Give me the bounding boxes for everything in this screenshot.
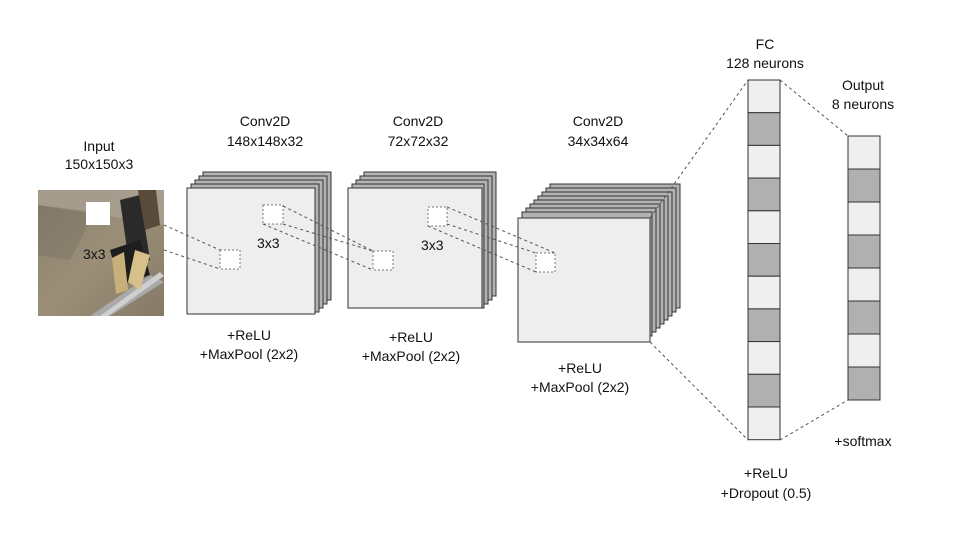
output-neuron-cell-2	[847, 168, 881, 203]
conv1-shape: 148x148x32	[227, 133, 304, 149]
conv3-shape: 34x34x64	[568, 133, 629, 149]
conv2-feature-map-stack	[347, 171, 497, 309]
fc-neuron-cell-10	[747, 373, 781, 408]
output-neuron-column	[847, 135, 881, 401]
output-neuron-cell-1	[847, 135, 881, 170]
fc-dropout: +Dropout (0.5)	[721, 485, 812, 501]
fc-neuron-column	[747, 79, 781, 441]
conv2-shape: 72x72x32	[388, 133, 449, 149]
fc-neuron-cell-11	[747, 406, 781, 441]
conv2-output-window	[372, 250, 394, 271]
fc-neuron-cell-1	[747, 79, 781, 114]
fc-neuron-cell-8	[747, 308, 781, 343]
fc-neurons: 128 neurons	[726, 55, 804, 71]
fc-relu: +ReLU	[744, 465, 788, 481]
conv3-title: Conv2D	[573, 113, 624, 129]
output-neuron-cell-4	[847, 234, 881, 269]
conv1-feature-map-stack	[186, 171, 332, 315]
output-neuron-cell-3	[847, 201, 881, 236]
conv2-kernel-label: 3x3	[421, 237, 444, 253]
fc-title: FC	[756, 36, 775, 52]
output-neuron-cell-6	[847, 300, 881, 335]
conv3-feature-map-stack	[517, 183, 681, 343]
output-title: Output	[842, 77, 884, 93]
output-neuron-cell-8	[847, 366, 881, 401]
output-activation: +softmax	[834, 433, 891, 449]
conv1-output-window	[219, 249, 241, 270]
input-kernel-label: 3x3	[83, 246, 106, 262]
fc-neuron-cell-4	[747, 177, 781, 212]
fc-neuron-cell-2	[747, 112, 781, 146]
fc-neuron-cell-5	[747, 210, 781, 245]
conv3-relu: +ReLU	[558, 360, 602, 376]
input-shape: 150x150x3	[65, 156, 134, 172]
output-neuron-cell-7	[847, 333, 881, 368]
conv3-output-window	[535, 252, 556, 273]
conv1-relu: +ReLU	[227, 327, 271, 343]
output-neuron-cell-5	[847, 267, 881, 302]
conv1-kernel-window	[262, 204, 284, 225]
connector-lines	[163, 79, 849, 441]
conv1-kernel-label: 3x3	[257, 235, 280, 251]
fc-neuron-cell-9	[747, 341, 781, 375]
conv2-relu: +ReLU	[389, 329, 433, 345]
conv2-pool: +MaxPool (2x2)	[362, 348, 460, 364]
conv1-pool: +MaxPool (2x2)	[200, 346, 298, 362]
fc-neuron-cell-6	[747, 243, 781, 277]
input-kernel-window	[86, 202, 110, 225]
conv3-pool: +MaxPool (2x2)	[531, 379, 629, 395]
conv1-title: Conv2D	[240, 113, 291, 129]
conv2-title: Conv2D	[393, 113, 444, 129]
output-neurons: 8 neurons	[832, 96, 894, 112]
conv2-kernel-window	[427, 206, 448, 227]
fc-neuron-cell-3	[747, 144, 781, 179]
input-title: Input	[83, 138, 114, 154]
fc-neuron-cell-7	[747, 275, 781, 310]
